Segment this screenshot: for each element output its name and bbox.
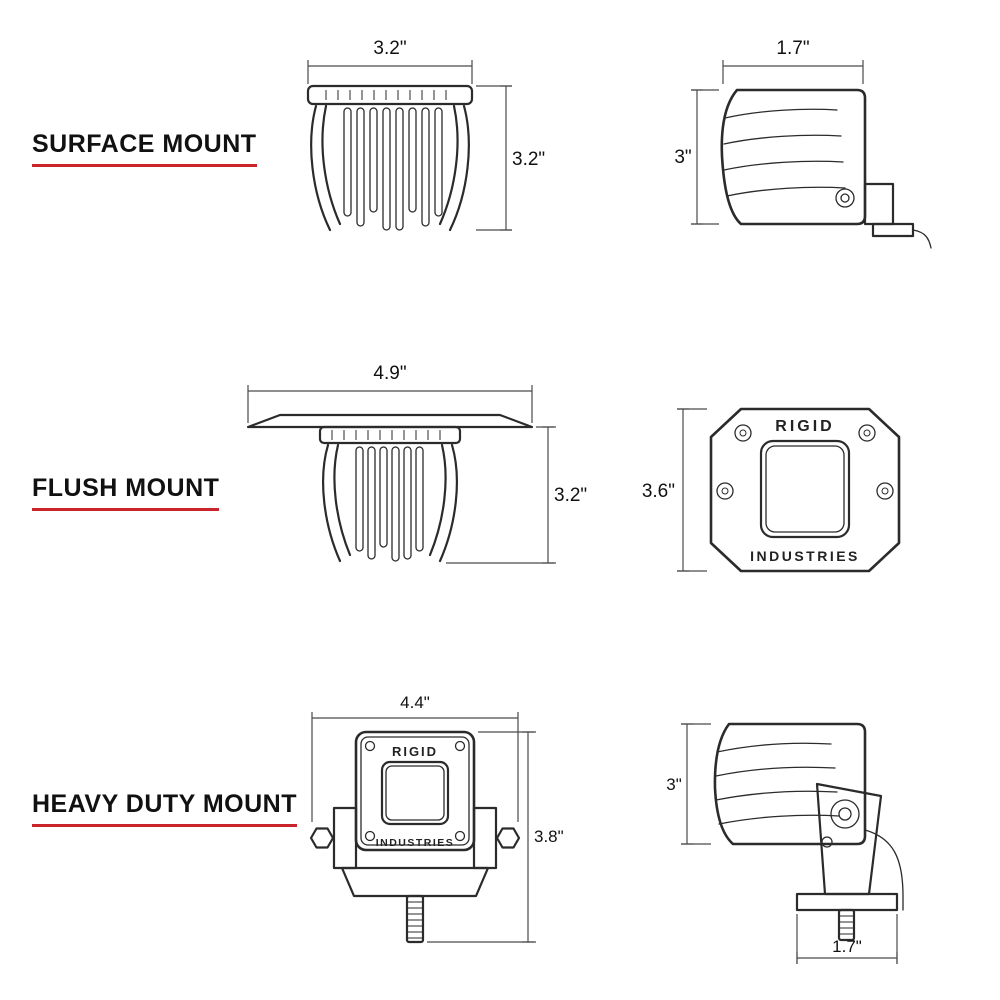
mount-bracket — [309, 806, 521, 944]
surface-mount-side-drawing: 1.7" 3" — [674, 38, 932, 249]
brand-rigid-text: RIGID — [392, 744, 438, 759]
side-ridges — [715, 742, 840, 825]
bracket-base — [340, 866, 490, 898]
height-dimension-label: 3" — [666, 775, 682, 794]
brand-industries-text: INDUSTRIES — [750, 548, 860, 564]
brand-rigid-text: RIGID — [775, 418, 834, 435]
height-dimension-label: 3.8" — [534, 827, 564, 846]
height-dimension: 3" — [674, 89, 719, 225]
side-bolt — [835, 188, 855, 208]
corner-screws — [364, 740, 466, 842]
width-dimension-label: 3.2" — [373, 38, 406, 59]
height-dimension: 3.2" — [446, 426, 587, 564]
height-dimension-label: 3.2" — [512, 149, 545, 170]
brand-industries-text: INDUSTRIES — [376, 837, 455, 849]
flush-mount-label: FLUSH MOUNT — [32, 474, 220, 511]
surface-mount-front-drawing: 3.2" — [306, 38, 545, 232]
light-body: RIGID INDUSTRIES — [354, 730, 476, 852]
light-housing-side — [713, 722, 867, 846]
mount-tab — [863, 182, 932, 249]
width-dimension: 4.4" — [311, 693, 519, 822]
heavy-duty-front-drawing: 4.4" RIGID INDUSTRIES — [309, 693, 564, 944]
heavy-duty-mount-label: HEAVY DUTY MOUNT — [32, 790, 297, 827]
surface-mount-label: SURFACE MOUNT — [32, 130, 257, 167]
width-dimension: 4.9" — [247, 363, 533, 423]
height-dimension: 3.6" — [642, 408, 707, 572]
base-dimension-label: 1.7" — [832, 937, 862, 956]
light-housing-side — [720, 88, 932, 249]
light-housing — [318, 425, 462, 563]
housing-top-ticks — [331, 430, 441, 440]
width-dimension: 3.2" — [307, 38, 473, 84]
screw-holes — [716, 424, 894, 500]
height-dimension-label: 3" — [674, 147, 691, 168]
height-dimension: 3" — [666, 723, 711, 845]
flush-bezel-plate: RIGID INDUSTRIES — [709, 407, 901, 573]
mount-bracket-arm — [795, 782, 904, 942]
flush-mount-front-drawing: 4.9" — [246, 363, 587, 564]
height-dimension-label: 3.2" — [554, 485, 587, 506]
height-dimension: 3.8" — [427, 731, 564, 943]
flush-mount-face-drawing: 3.6" RIGID INDUSTRIES — [642, 407, 901, 573]
width-dimension-label: 4.9" — [373, 363, 406, 384]
bracket-base — [795, 892, 899, 912]
base-dimension: 1.7" — [796, 914, 898, 964]
heavy-duty-side-drawing: 3" — [666, 722, 904, 964]
light-housing — [306, 84, 474, 232]
threaded-stud — [837, 908, 856, 942]
depth-dimension: 1.7" — [722, 38, 864, 84]
lens — [759, 439, 851, 539]
width-dimension-label: 4.4" — [400, 693, 430, 712]
side-ridges — [723, 108, 846, 197]
flush-flange — [246, 413, 534, 429]
height-dimension-label: 3.6" — [642, 481, 675, 502]
right-bolt-hex — [495, 827, 521, 849]
depth-dimension-label: 1.7" — [776, 38, 809, 59]
lens — [380, 760, 450, 826]
height-dimension: 3.2" — [476, 85, 545, 231]
power-cable — [864, 829, 904, 911]
threaded-stud — [405, 894, 425, 944]
pivot-bolt — [830, 799, 860, 829]
heatsink-fins — [310, 104, 470, 232]
heatsink-fins — [322, 443, 458, 563]
housing-top-ticks — [325, 90, 447, 100]
left-bolt-hex — [309, 827, 335, 849]
